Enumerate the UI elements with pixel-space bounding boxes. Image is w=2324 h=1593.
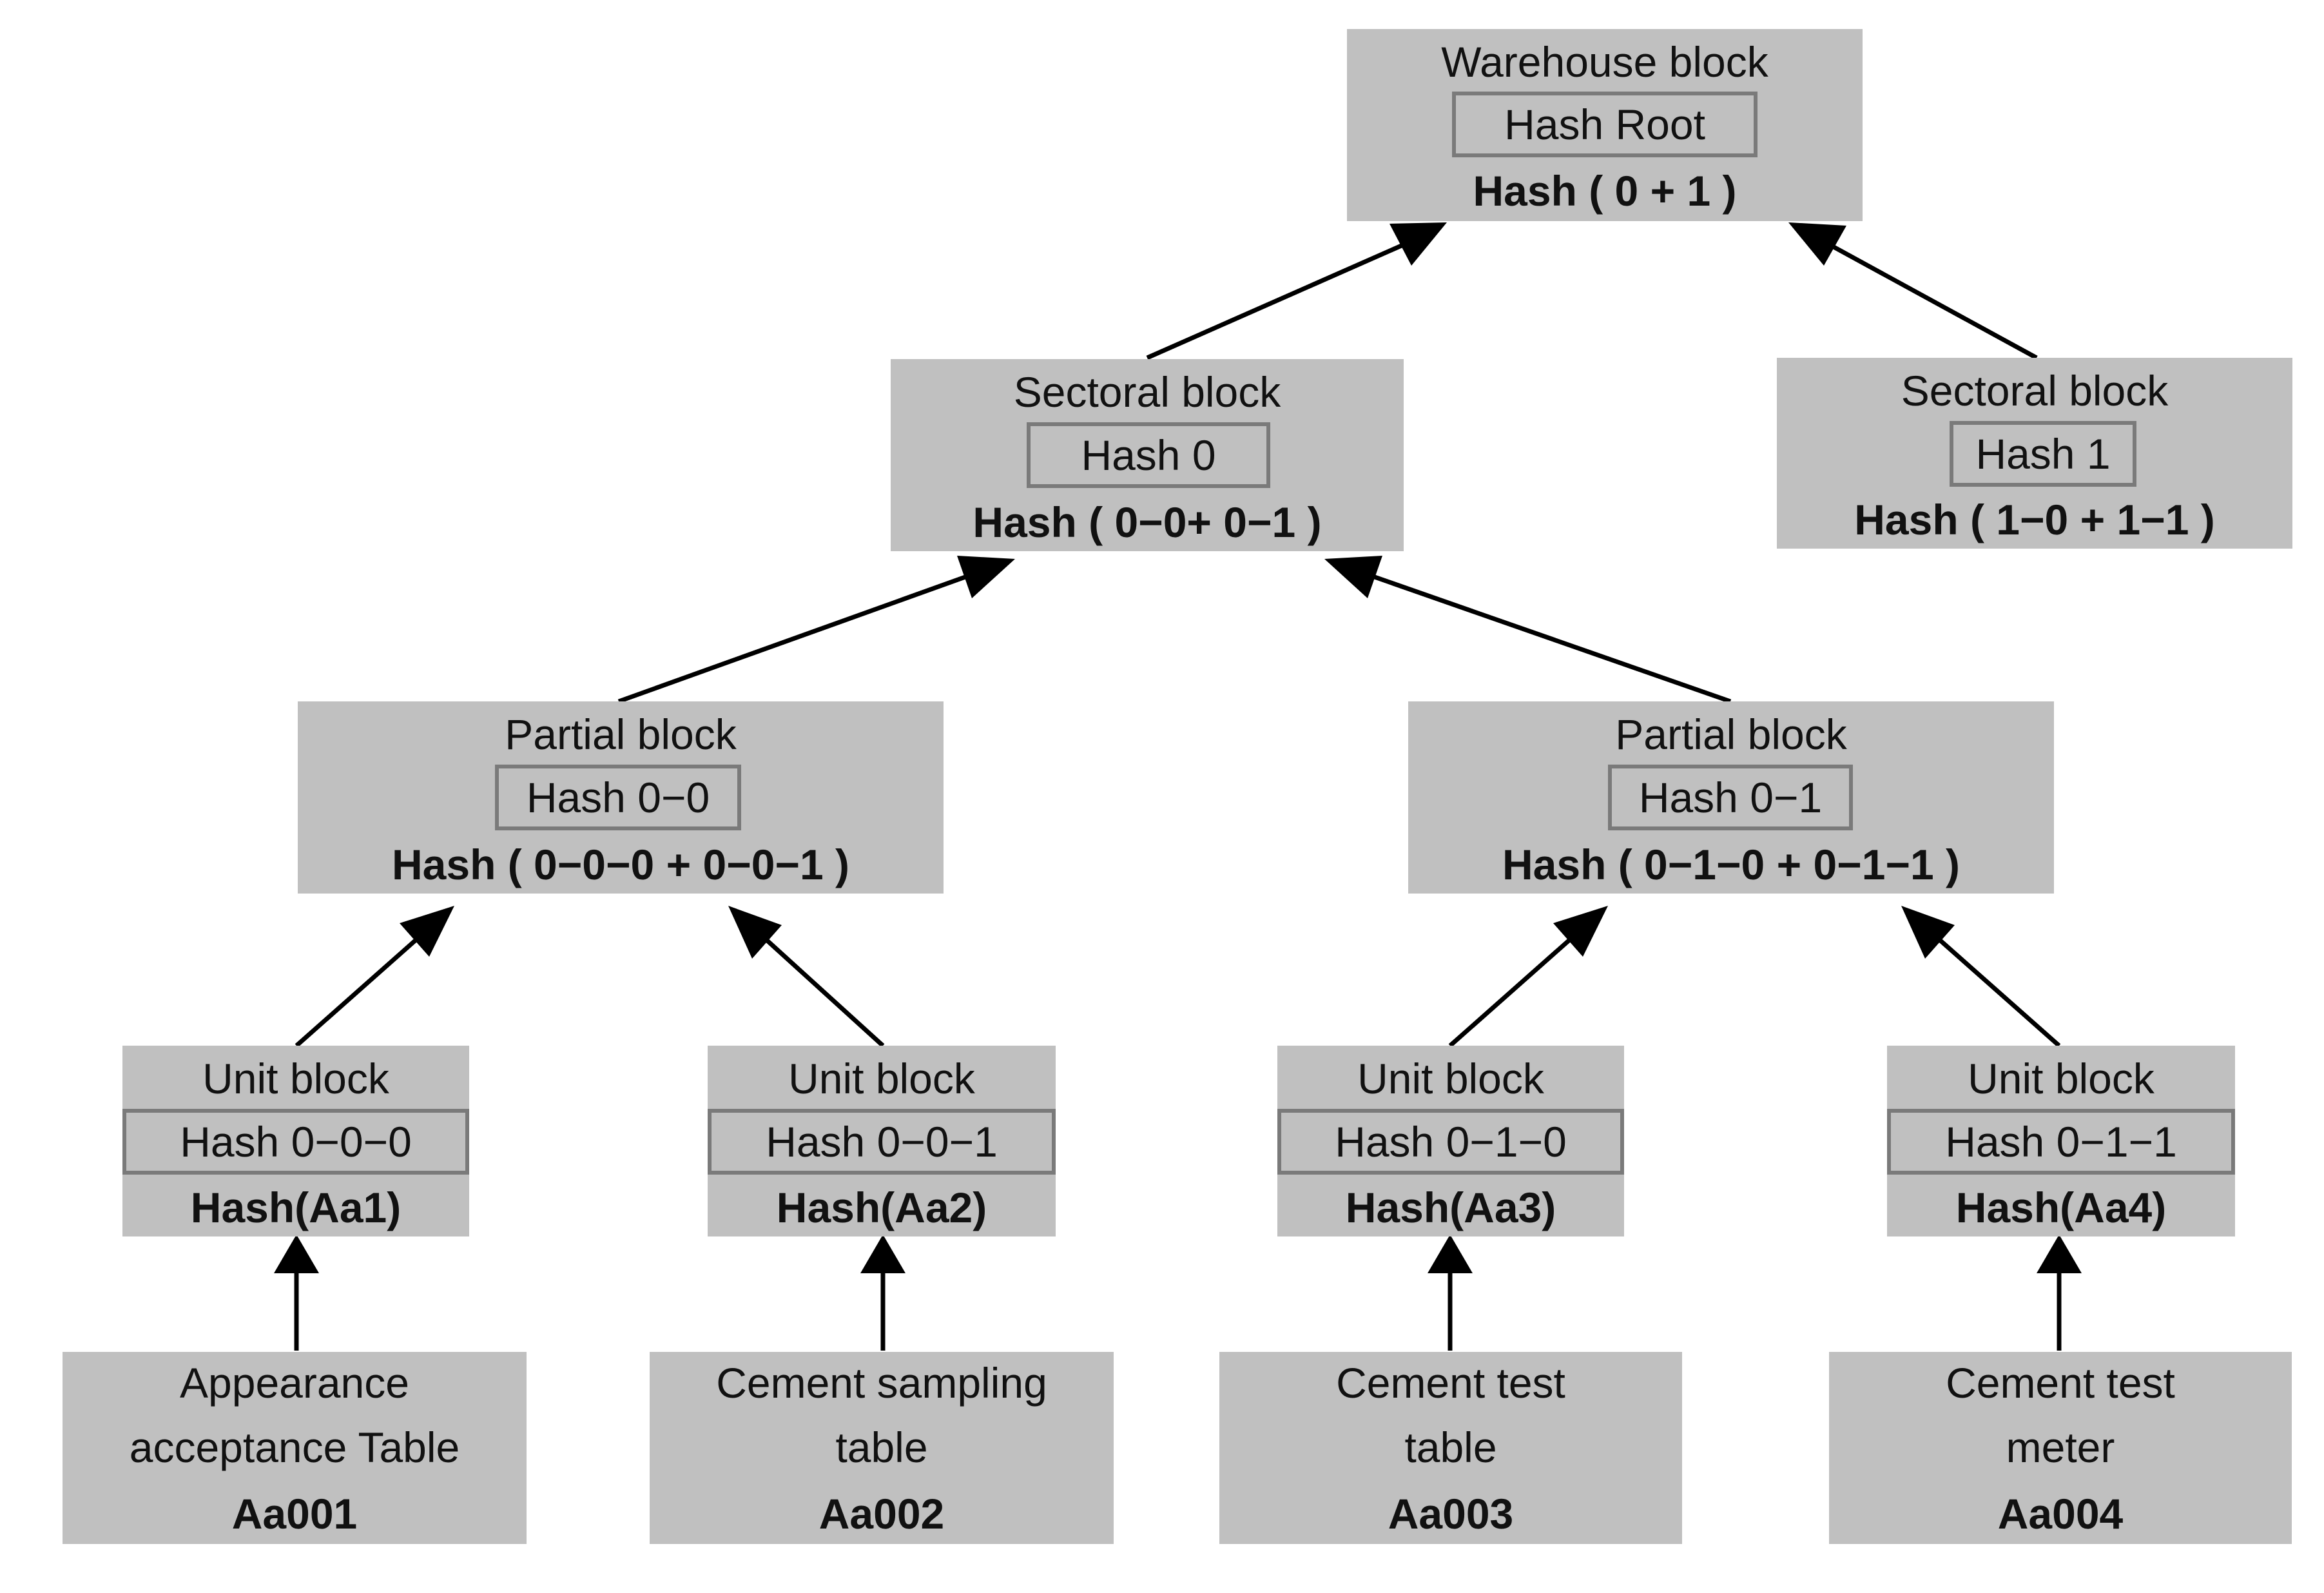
document-name-line1: Cement test <box>1946 1359 2175 1407</box>
hash-formula: Hash ( 0 + 1 ) <box>1473 167 1737 215</box>
warehouse-block: Warehouse block Hash Root Hash ( 0 + 1 ) <box>1347 29 1863 221</box>
arrow-head <box>1553 906 1608 957</box>
arrow-unit011-to-partial01 <box>1928 930 2061 1048</box>
partial-block-0-1: Partial block Hash 0−1 Hash ( 0−1−0 + 0−… <box>1408 701 2054 894</box>
hash-box: Hash 0−0−0 <box>122 1109 469 1175</box>
hash-box: Hash 0−1−1 <box>1887 1109 2235 1175</box>
document-block-aa001: Appearance acceptance Table Aa001 <box>63 1352 527 1544</box>
hash-box: Hash 0−0−1 <box>708 1109 1056 1175</box>
arrow-head <box>860 1235 905 1273</box>
hash-box: Hash 0−1−0 <box>1277 1109 1624 1175</box>
hash-formula: Hash ( 0−0−0 + 0−0−1 ) <box>392 841 849 888</box>
block-title: Sectoral block <box>1013 368 1281 416</box>
arrow-partial00-to-sectoral0 <box>617 569 981 704</box>
arrow-head <box>1788 222 1846 266</box>
hash-box: Hash 0 <box>1027 422 1270 488</box>
document-name-line2: acceptance Table <box>129 1423 460 1471</box>
document-code: Aa003 <box>1388 1490 1514 1538</box>
arrow-head <box>1390 222 1447 266</box>
arrow-head <box>1428 1235 1473 1273</box>
document-name-line1: Cement sampling <box>716 1359 1047 1407</box>
arrow-head <box>400 906 454 957</box>
arrow-head <box>2037 1235 2082 1273</box>
document-code: Aa002 <box>818 1490 945 1538</box>
document-name-line2: table <box>835 1423 928 1471</box>
arrow-unit000-to-partial00 <box>295 930 427 1048</box>
document-name-line1: Cement test <box>1336 1359 1565 1407</box>
sectoral-block-0: Sectoral block Hash 0 Hash ( 0−0+ 0−1 ) <box>891 359 1404 551</box>
hash-formula: Hash ( 0−1−0 + 0−1−1 ) <box>1502 841 1960 888</box>
hash-formula: Hash ( 0−0+ 0−1 ) <box>973 498 1322 546</box>
block-title: Sectoral block <box>1901 367 2169 415</box>
block-title: Partial block <box>1615 710 1847 758</box>
hash-formula: Hash ( 1−0 + 1−1 ) <box>1854 496 2215 543</box>
document-name-line1: Appearance <box>180 1359 409 1407</box>
hash-formula: Hash(Aa1) <box>190 1184 402 1231</box>
hash-box: Hash 0−1 <box>1608 765 1853 830</box>
document-name-line2: table <box>1404 1423 1497 1471</box>
hash-formula: Hash(Aa4) <box>1955 1184 2167 1231</box>
unit-block-0-0-0: Unit block Hash 0−0−0 Hash(Aa1) <box>122 1046 469 1236</box>
document-block-aa002: Cement sampling table Aa002 <box>650 1352 1114 1544</box>
arrow-partial01-to-sectoral0 <box>1359 569 1732 704</box>
hash-box: Hash 0−0 <box>495 765 741 830</box>
arrow-head <box>1901 906 1955 959</box>
arrow-head <box>957 556 1015 598</box>
document-code: Aa001 <box>231 1490 358 1538</box>
block-title: Unit block <box>1357 1055 1544 1102</box>
arrow-sectoral0-to-warehouse <box>1146 237 1416 360</box>
block-title: Partial block <box>505 710 737 758</box>
arrow-unit001-to-partial00 <box>755 930 885 1048</box>
unit-block-0-1-1: Unit block Hash 0−1−1 Hash(Aa4) <box>1887 1046 2235 1236</box>
hash-box: Hash 1 <box>1950 421 2136 487</box>
block-title: Unit block <box>202 1055 389 1102</box>
block-title: Unit block <box>1968 1055 2155 1102</box>
arrow-sectoral1-to-warehouse <box>1819 237 2038 360</box>
unit-block-0-0-1: Unit block Hash 0−0−1 Hash(Aa2) <box>708 1046 1056 1236</box>
document-name-line2: meter <box>2006 1423 2115 1471</box>
block-title: Unit block <box>788 1055 975 1102</box>
arrow-head <box>728 906 782 959</box>
document-block-aa003: Cement test table Aa003 <box>1219 1352 1682 1544</box>
hash-box: Hash Root <box>1452 92 1758 157</box>
arrow-unit010-to-partial01 <box>1448 930 1581 1048</box>
partial-block-0-0: Partial block Hash 0−0 Hash ( 0−0−0 + 0−… <box>298 701 944 894</box>
block-title: Warehouse block <box>1441 38 1768 86</box>
unit-block-0-1-0: Unit block Hash 0−1−0 Hash(Aa3) <box>1277 1046 1624 1236</box>
arrow-head <box>274 1235 319 1273</box>
hash-formula: Hash(Aa3) <box>1345 1184 1556 1231</box>
document-code: Aa004 <box>1997 1490 2124 1538</box>
hash-formula: Hash(Aa2) <box>776 1184 987 1231</box>
arrow-head <box>1324 556 1382 598</box>
sectoral-block-1: Sectoral block Hash 1 Hash ( 1−0 + 1−1 ) <box>1777 358 2292 549</box>
document-block-aa004: Cement test meter Aa004 <box>1829 1352 2292 1544</box>
